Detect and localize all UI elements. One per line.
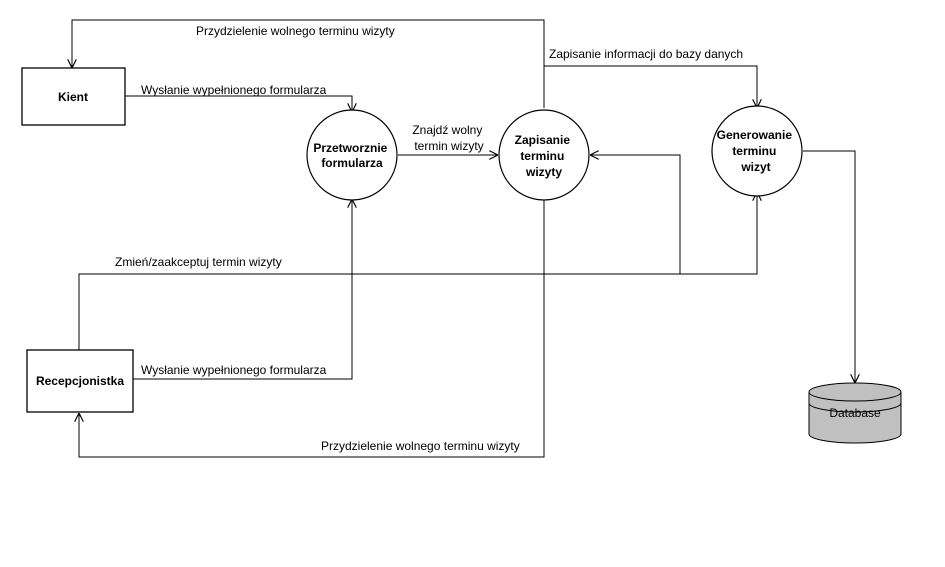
flow-line-recep-send bbox=[133, 199, 352, 380]
process-przetwarzanie-label: Przetworznie formularza bbox=[313, 141, 390, 170]
database-band bbox=[808, 402, 902, 413]
process-przetwarzanie-line-1: Przetworznie bbox=[313, 141, 387, 155]
process-generowanie-line-1: Generowanie bbox=[717, 128, 793, 142]
flow-label-find-free-line-2: termin wizyty bbox=[414, 139, 483, 153]
flow-line-top-assign bbox=[72, 19, 545, 108]
flow-label-recep-send: Wysłanie wypełnionego formularza bbox=[141, 363, 327, 377]
process-generowanie-label: Generowanie terminu wizyt bbox=[717, 128, 796, 174]
flow-label-client-send: Wysłanie wypełnionego formularza bbox=[141, 83, 327, 97]
process-przetwarzanie-line-2: formularza bbox=[321, 156, 383, 170]
flow-line-to-zapisanie bbox=[590, 155, 681, 274]
entity-kient: Kient bbox=[21, 67, 126, 126]
flow-label-top-assign: Przydzielenie wolnego terminu wizyty bbox=[196, 24, 395, 38]
process-zapisanie-line-3: wizyty bbox=[525, 165, 562, 179]
database-label: Database bbox=[829, 406, 881, 420]
flow-line-save-info bbox=[544, 65, 757, 108]
process-zapisanie-line-1: Zapisanie bbox=[515, 133, 571, 147]
flow-label-find-free-line-1: Znajdź wolny bbox=[412, 123, 482, 137]
database-top bbox=[808, 382, 902, 402]
process-zapisanie: Zapisanie terminu wizyty bbox=[498, 109, 590, 201]
flow-line-change-accept bbox=[78, 192, 757, 350]
process-przetwarzanie: Przetworznie formularza bbox=[306, 109, 398, 201]
process-zapisanie-label: Zapisanie terminu wizyty bbox=[515, 133, 574, 179]
flow-lines bbox=[72, 19, 855, 458]
entity-kient-label: Kient bbox=[58, 90, 88, 104]
process-zapisanie-line-2: terminu bbox=[520, 149, 564, 163]
process-generowanie-line-2: terminu bbox=[732, 144, 776, 158]
entity-recepcjonistka: Recepcjonistka bbox=[26, 349, 134, 413]
flow-line-to-database bbox=[803, 150, 855, 383]
database-body bbox=[808, 392, 902, 444]
flow-label-find-free: Znajdź wolny termin wizyty bbox=[412, 123, 485, 153]
flow-label-change-accept: Zmień/zaakceptuj termin wizyty bbox=[115, 255, 282, 269]
flow-labels: Przydzielenie wolnego terminu wizyty Wys… bbox=[115, 24, 743, 453]
process-generowanie-line-3: wizyt bbox=[740, 160, 770, 174]
flow-line-bottom-assign bbox=[79, 200, 545, 458]
process-generowanie: Generowanie terminu wizyt bbox=[711, 105, 803, 197]
flow-line-client-send bbox=[125, 95, 352, 112]
flow-label-bottom-assign: Przydzielenie wolnego terminu wizyty bbox=[321, 439, 520, 453]
entity-recepcjonistka-label: Recepcjonistka bbox=[36, 374, 124, 388]
database-cylinder: Database bbox=[808, 382, 902, 444]
flow-label-save-info: Zapisanie informacji do bazy danych bbox=[549, 47, 743, 61]
